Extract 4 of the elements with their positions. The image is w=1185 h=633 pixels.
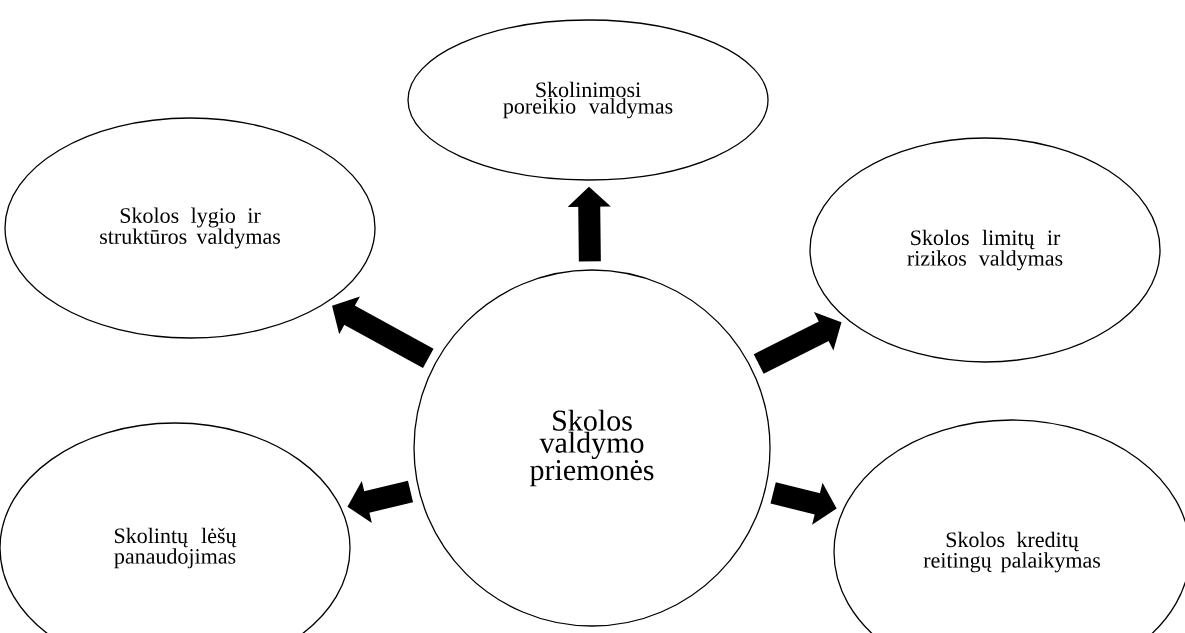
circle-node: Skolos valdymo priemonės — [413, 269, 771, 627]
ellipse-node: Skolos limitų ir rizikos valdymas — [809, 137, 1161, 363]
ellipse-node: Skolinimosi poreikio valdymas — [407, 19, 769, 181]
ellipse-node: Skolos lygio ir struktūros valdymas — [4, 117, 376, 339]
